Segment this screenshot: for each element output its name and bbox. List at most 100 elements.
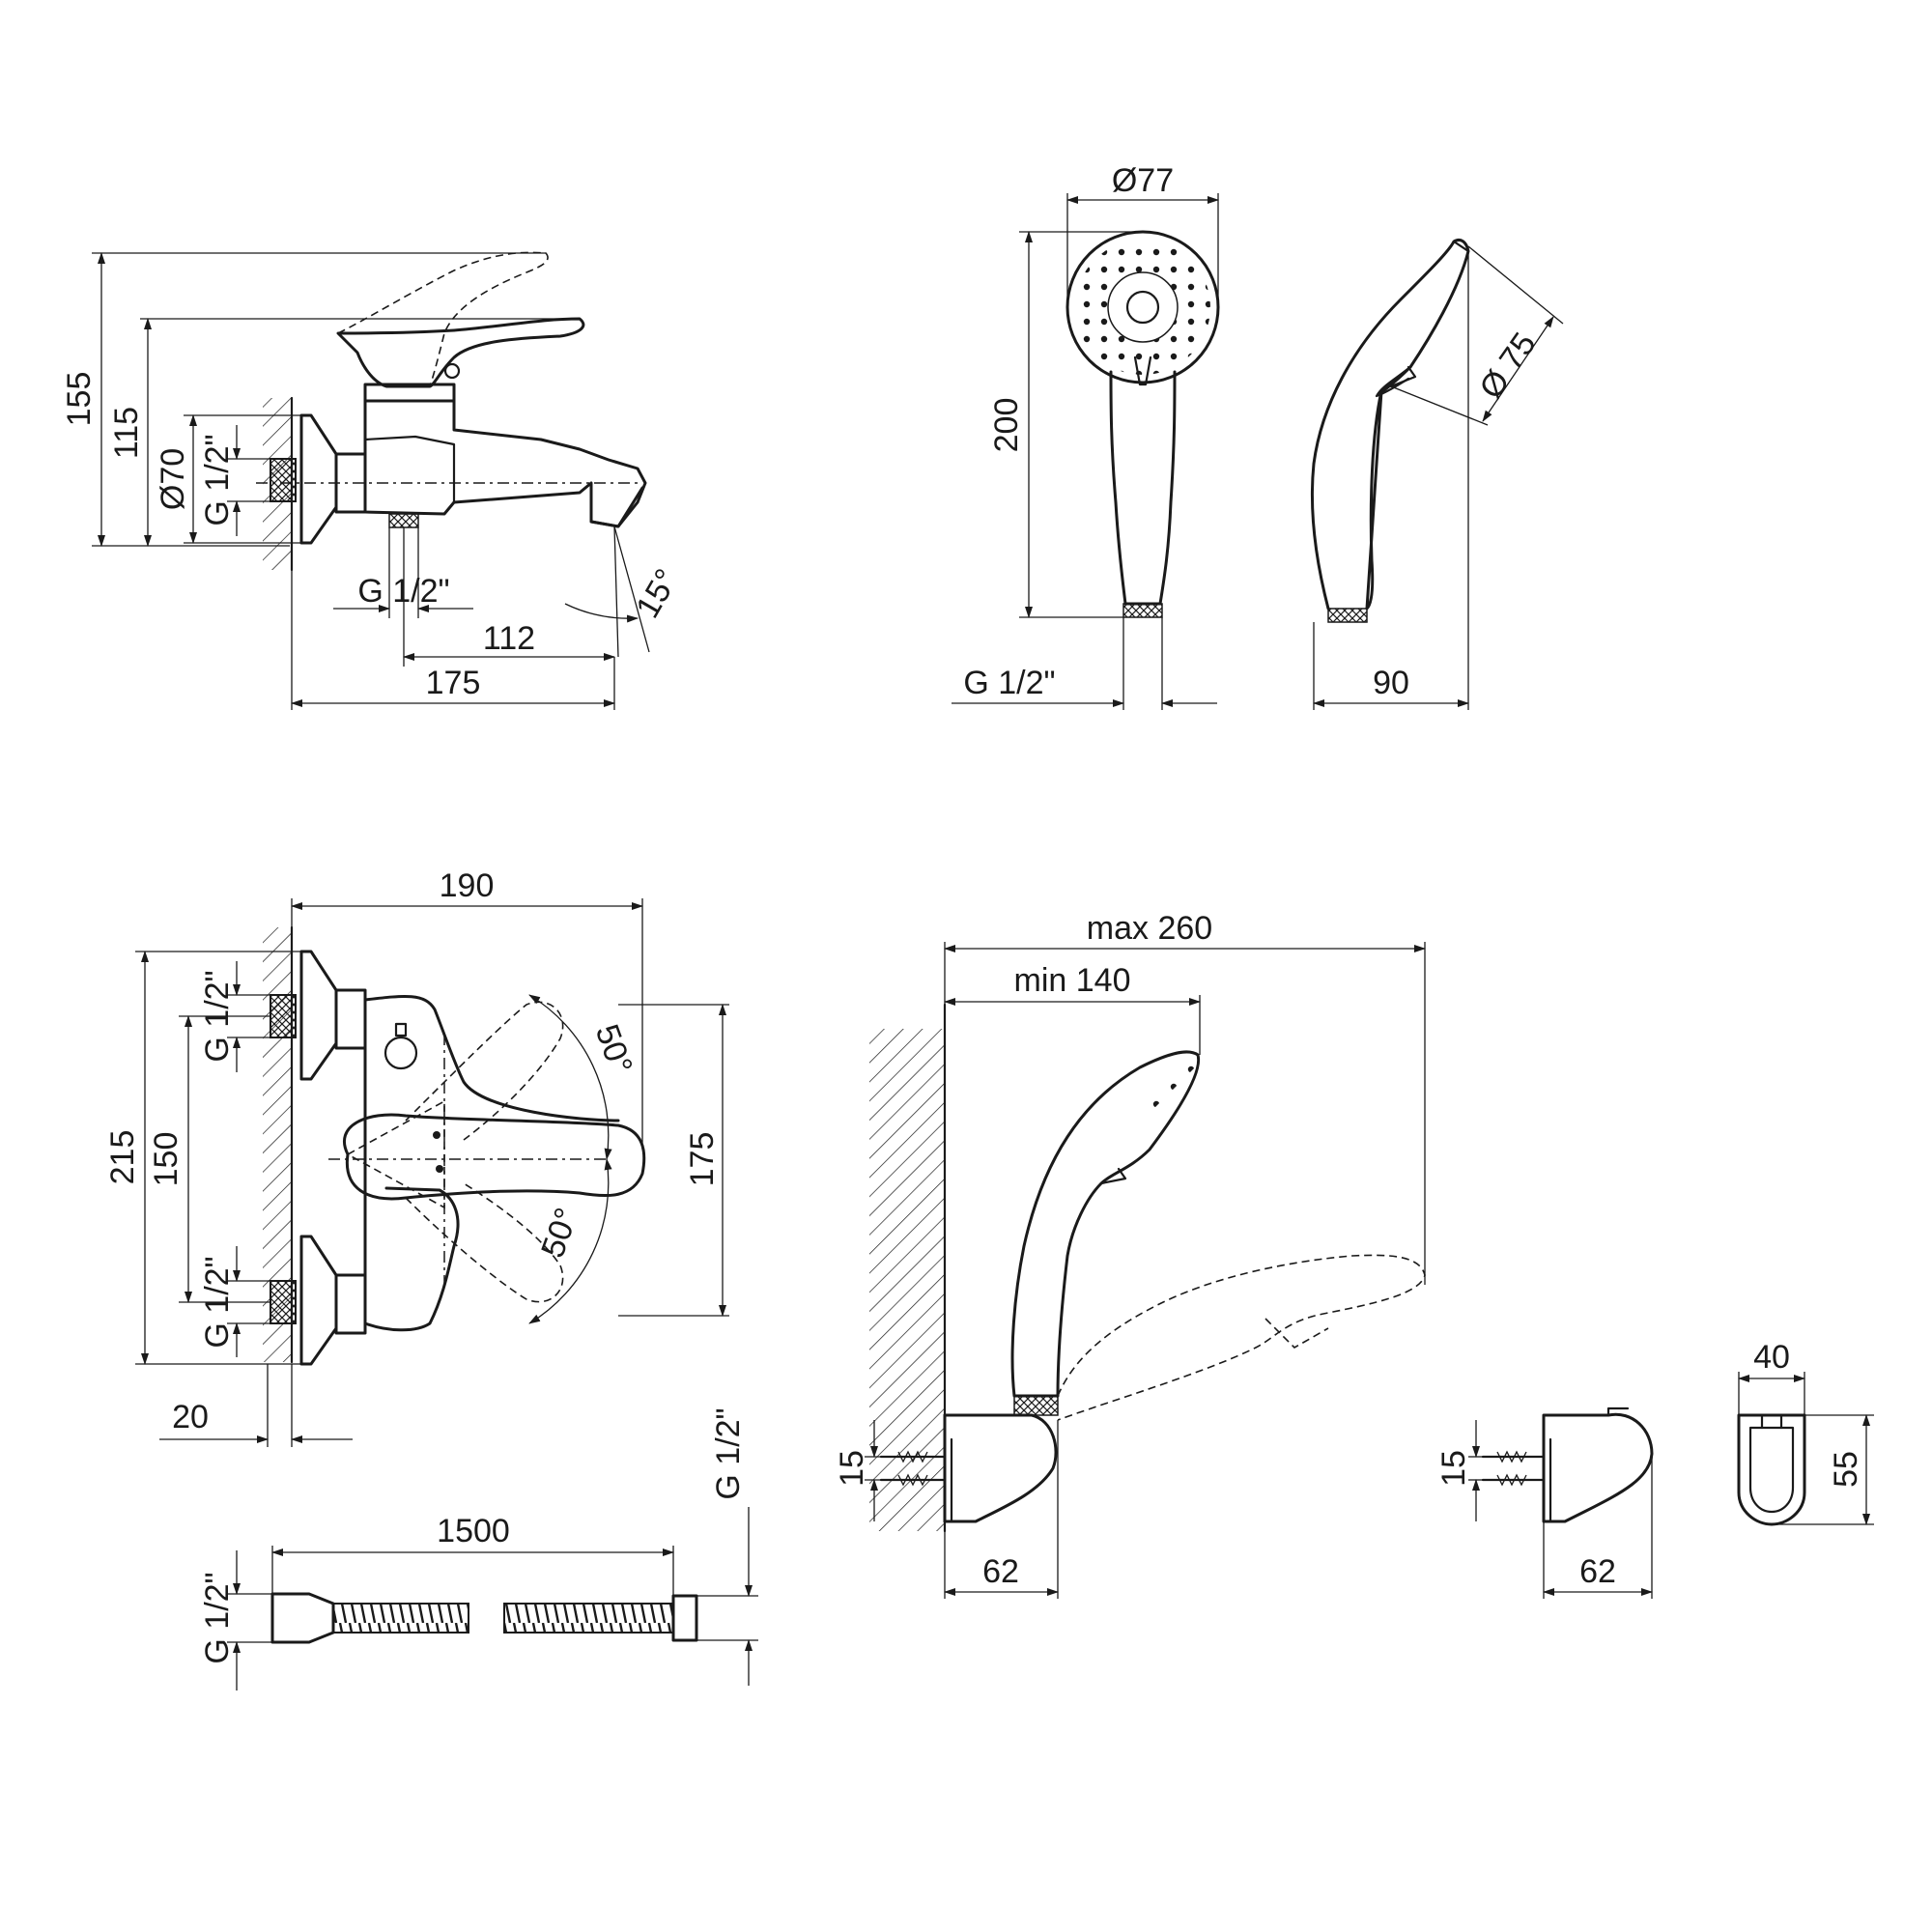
dim-upper-thread: G 1/2" [199,970,236,1062]
center-nozzle [1125,290,1160,325]
shower-tilted-outline [1057,1254,1426,1421]
dim-holder-width: 40 [1753,1339,1790,1376]
shower-in-holder [1010,1050,1201,1398]
screw-thread-lower [897,1473,928,1487]
dim-eccentric-offset: 20 [172,1399,209,1435]
angle-arc [564,603,639,623]
dim-total-height: 215 [104,1130,141,1185]
dim-flange-diameter: Ø70 [155,448,191,510]
screw-thread-lower [1496,1473,1527,1487]
spray-selector [1133,355,1152,386]
lever-raised-outline [337,251,549,387]
hose-left-segment [332,1603,469,1634]
dim-side-screw-spacing: 15 [1435,1450,1472,1487]
upper-nut [334,988,367,1050]
holder-side-body [1542,1412,1654,1523]
spray-face-edge [1375,240,1470,398]
inlet-thread-graphic [270,458,297,502]
side-thread-graphic [1327,608,1368,623]
angle-arc-lower [528,1158,612,1324]
body-panel [363,435,456,504]
holder-side-details [1542,1406,1630,1523]
dim-upper-angle: 50° [588,1020,639,1079]
dim-body-height: 175 [684,1132,721,1187]
holder-side-view: 15 62 [1435,1406,1654,1599]
lever-pin [443,362,461,380]
hose-right-segment [503,1603,674,1634]
diverter-pin [394,1022,408,1037]
dim-inlet-thread: G 1/2" [199,434,236,526]
dim-center-distance: 150 [148,1132,185,1187]
holder-front-inner [1748,1426,1795,1514]
lever-screw [433,1131,440,1139]
lever-screw [436,1165,443,1173]
dim-shower-length: 200 [988,398,1025,453]
screw-thread-upper [1496,1450,1527,1463]
dim-shower-depth: 90 [1373,665,1409,701]
holder-front-outline [1737,1413,1806,1526]
screw-thread-upper [897,1450,928,1463]
upper-inlet-thread [270,994,297,1038]
hose-cone-nut [270,1592,335,1644]
lever-top [343,1113,646,1201]
hose-view: 1500 G 1/2" G 1/2" [199,1407,758,1690]
shower-side-outline [1310,238,1470,611]
shower-thread-graphic [1122,603,1163,618]
dim-shower-thread: G 1/2" [963,665,1055,701]
dim-lower-angle: 50° [534,1204,585,1263]
dim-spout-reach: 112 [483,620,535,657]
body-upper-edge [363,994,620,1122]
spout-axis-line [613,526,619,658]
lower-nut [334,1273,367,1335]
wall-hatch [869,1029,945,1531]
dim-side-depth: 62 [1579,1553,1616,1590]
wall-holder-view: max 260 min 140 15 62 [834,910,1426,1599]
dim-min-reach: min 140 [1014,962,1131,999]
lower-flange [299,1235,338,1366]
dim-screw-spacing: 15 [834,1450,870,1487]
cartridge-cap [363,383,456,403]
shower-side-view: Ø 75 90 [1310,238,1564,710]
dim-height-total: 155 [61,372,98,427]
dim-max-reach: max 260 [1087,910,1212,947]
shower-tilted-tab [1264,1318,1329,1349]
holder-body [943,1413,1058,1523]
shower-selector-tab [1099,1167,1127,1185]
dim-spout-angle: 15° [629,563,686,625]
shower-connection [1013,1395,1059,1416]
shower-handle [1109,370,1177,606]
ext-line [1467,245,1564,325]
faucet-side-view: 155 115 Ø70 G 1/2" G 1/2" 15° 112 [61,251,686,710]
dim-hose-left-thread: G 1/2" [199,1572,236,1663]
dim-head-diameter: Ø77 [1112,162,1174,199]
inner-ring [1107,271,1179,343]
holder-front-view: 40 55 [1737,1339,1874,1526]
bottom-outlet [388,513,419,528]
selector-side [1389,365,1417,388]
lever-right-position [405,1182,564,1303]
dim-line [1482,316,1554,422]
holder-front-slot [1760,1413,1783,1430]
hose-end-nut [671,1594,698,1642]
lever [336,317,585,388]
dim-total-projection: 175 [426,665,481,701]
dim-height-spout: 115 [108,407,145,459]
faucet-front-body [363,998,460,1332]
ext-line [1390,385,1489,426]
shower-spray-face [1141,1059,1197,1115]
dim-face-diameter: Ø 75 [1472,327,1543,406]
dim-hose-length: 1500 [437,1513,510,1549]
dim-holder-height: 55 [1828,1451,1864,1488]
shower-front-view: Ø77 200 G 1/2" [952,162,1220,710]
spout-tip [589,486,644,528]
lower-inlet-thread [270,1280,297,1324]
dim-lower-thread: G 1/2" [199,1256,236,1348]
upper-flange [299,950,338,1081]
diverter-knob [384,1036,418,1070]
angle-arc-upper [528,994,612,1160]
dim-holder-depth: 62 [982,1553,1019,1590]
faucet-body [363,399,647,528]
faucet-front-view: 50° 50° 190 215 150 175 G 1/2" G 1/2 [104,867,729,1447]
dim-front-width: 190 [440,867,495,904]
